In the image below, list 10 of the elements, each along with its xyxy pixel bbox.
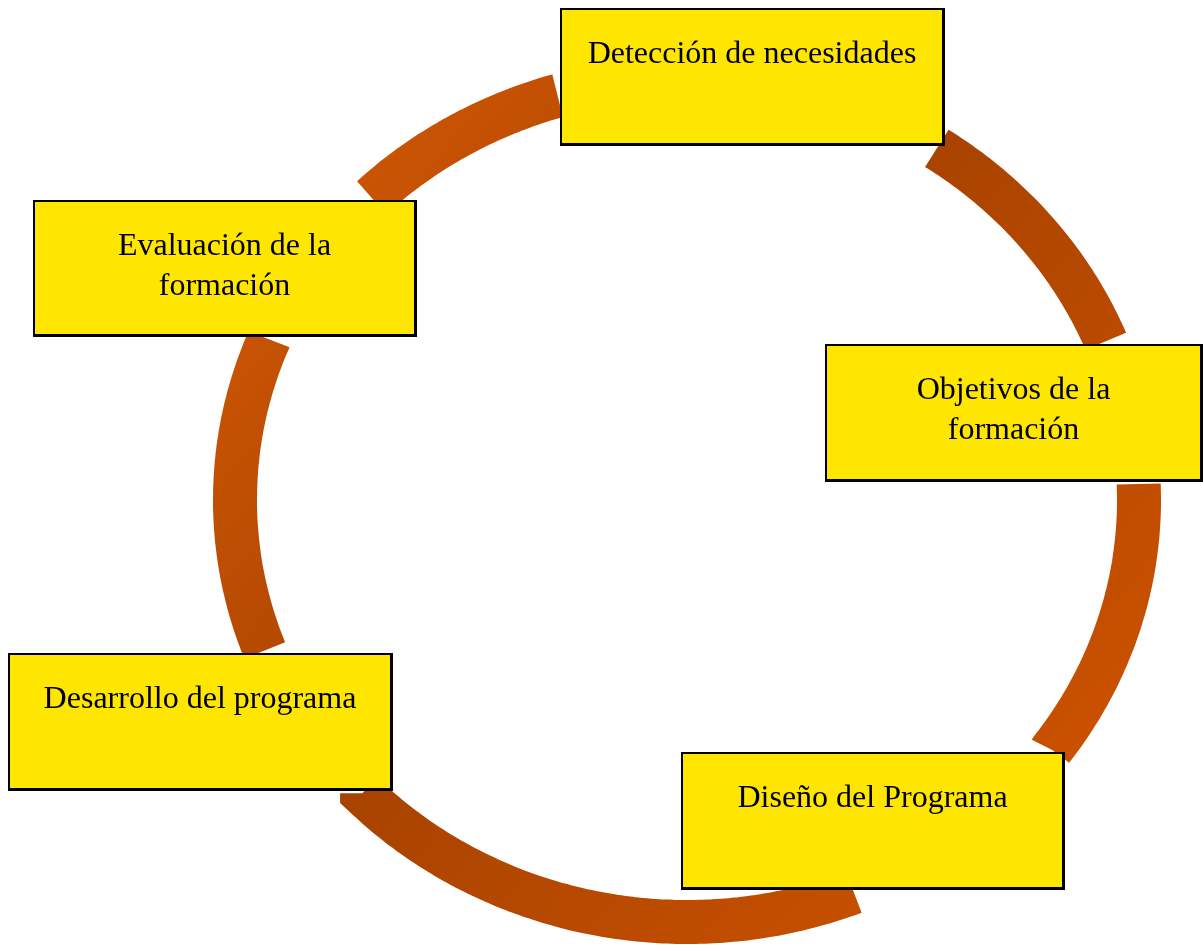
step-label: Desarrollo del programa	[42, 678, 358, 717]
step-box	[681, 752, 1065, 890]
step-box	[8, 653, 393, 791]
step-box	[560, 8, 945, 146]
step-label: Objetivos de la formación	[915, 369, 1112, 448]
step-label: Evaluación de la formación	[116, 225, 333, 304]
step-box	[825, 344, 1203, 482]
step-box	[33, 200, 417, 337]
step-label: Diseño del Programa	[736, 777, 1009, 816]
step-label: Detección de necesidades	[586, 33, 918, 72]
